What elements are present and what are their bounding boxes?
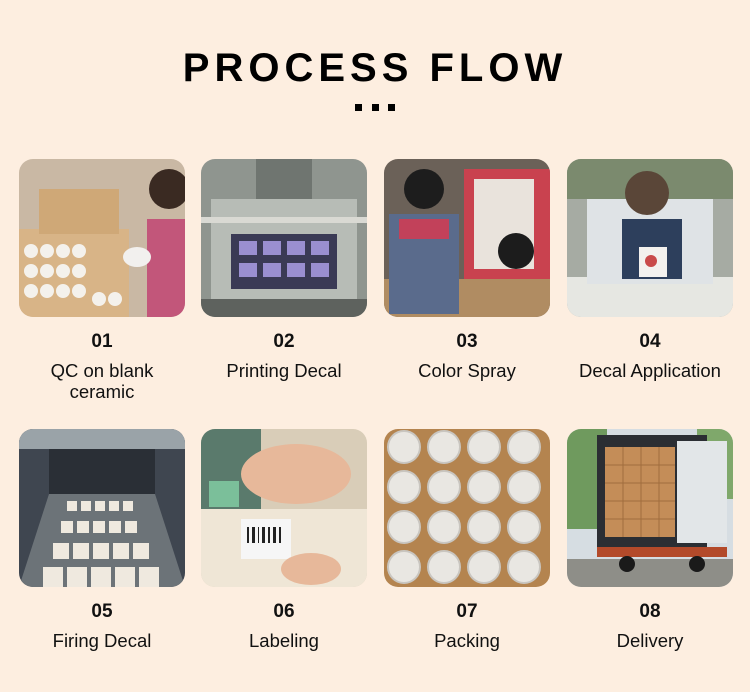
step-number: 06 <box>273 601 295 622</box>
page-title: PROCESS FLOW <box>182 46 568 90</box>
step-number: 05 <box>91 601 113 622</box>
title-dots-decoration <box>355 104 395 112</box>
step-card-07: 07 Packing <box>384 429 550 651</box>
step-number: 02 <box>273 331 295 352</box>
step-number: 08 <box>639 601 661 622</box>
step-label: Color Spray <box>418 360 516 381</box>
step-label: Printing Decal <box>226 360 342 381</box>
step-number: 01 <box>91 331 113 352</box>
step-photo-spray <box>384 159 550 317</box>
step-photo-delivery <box>567 429 733 587</box>
step-label: Packing <box>434 630 500 651</box>
step-label: Firing Decal <box>52 630 152 651</box>
step-label: Labeling <box>249 630 319 651</box>
step-number: 07 <box>456 601 478 622</box>
step-photo-labeling <box>201 429 367 587</box>
step-number: 04 <box>639 331 661 352</box>
step-label: Decal Application <box>579 360 721 381</box>
step-number: 03 <box>456 331 478 352</box>
step-card-05: 05 Firing Decal <box>19 429 185 651</box>
step-card-01: 01 QC on blank ceramic <box>19 159 185 402</box>
step-card-08: 08 Delivery <box>567 429 733 651</box>
step-photo-packing <box>384 429 550 587</box>
step-card-06: 06 Labeling <box>201 429 367 651</box>
step-label: QC on blank ceramic <box>50 360 154 402</box>
step-photo-firing <box>19 429 185 587</box>
step-photo-printing <box>201 159 367 317</box>
step-card-04: 04 Decal Application <box>567 159 733 381</box>
step-photo-decal-application <box>567 159 733 317</box>
step-card-02: 02 Printing Decal <box>201 159 367 381</box>
step-label: Delivery <box>616 630 684 651</box>
step-card-03: 03 Color Spray <box>384 159 550 381</box>
step-photo-qc <box>19 159 185 317</box>
